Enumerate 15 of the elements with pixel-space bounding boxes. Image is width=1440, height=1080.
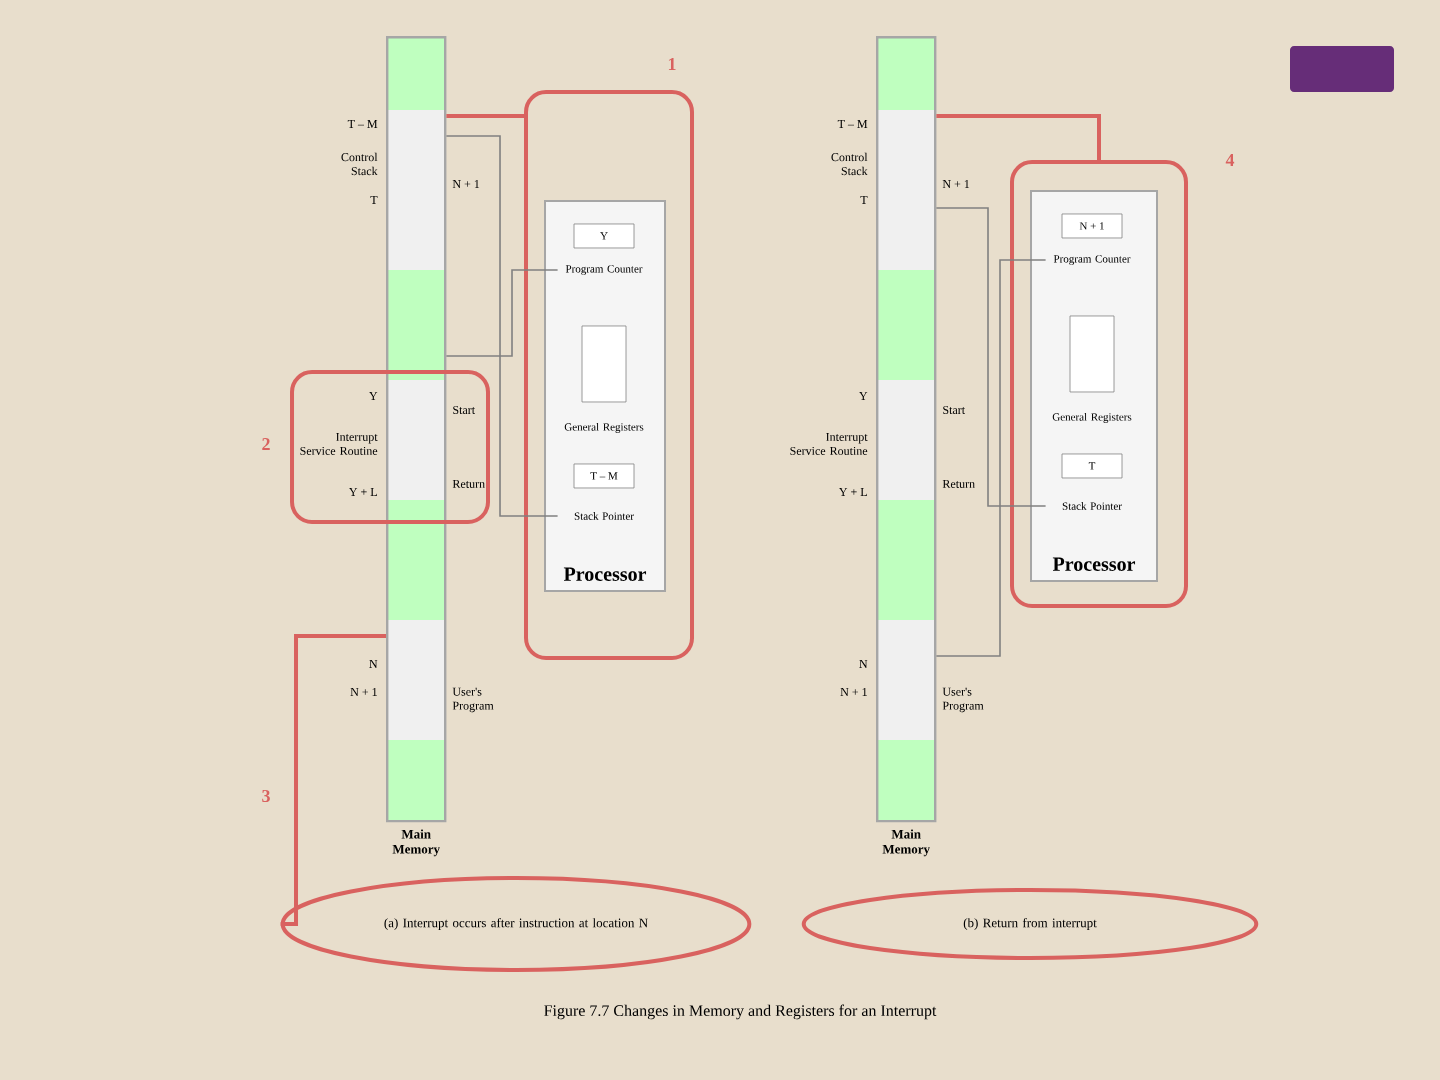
connector	[936, 114, 1101, 160]
connector	[280, 633, 386, 926]
connector	[446, 114, 524, 118]
callout-number: 3	[262, 789, 270, 803]
connector	[445, 269, 559, 357]
connector	[935, 207, 1047, 507]
callout-number: 1	[668, 58, 676, 70]
connector	[935, 259, 1047, 657]
highlight-outline	[290, 369, 490, 524]
figure-caption: Figure 7.7 Changes in Memory and Registers for an Interrupt	[544, 1004, 937, 1020]
highlight-outline	[1010, 160, 1188, 608]
highlight-outline	[524, 90, 694, 660]
callout-number: 4	[1225, 154, 1235, 166]
connector	[445, 135, 559, 517]
callout-number: 2	[262, 438, 270, 450]
